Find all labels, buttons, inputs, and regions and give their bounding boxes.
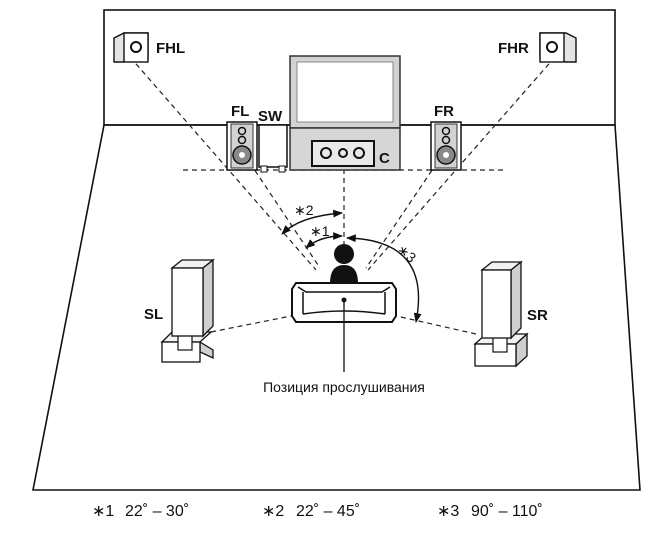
sr-line: [391, 314, 477, 335]
center-speaker: [311, 140, 375, 167]
subwoofer: [258, 124, 288, 173]
angle-arcs: [281, 209, 422, 323]
label-sw: SW: [258, 108, 283, 125]
fhl-line: [129, 56, 317, 271]
footnote-1-range: 22˚ – 30˚: [125, 503, 189, 520]
label-fr: FR: [434, 103, 454, 120]
front-height-right-speaker: [539, 32, 577, 63]
surround-right-speaker: [473, 260, 529, 368]
label-fl: FL: [231, 103, 249, 120]
label-sl: SL: [144, 306, 163, 323]
footnotes: ∗1 22˚ – 30˚ ∗2 22˚ – 45˚ ∗3 90˚ – 110˚: [92, 503, 543, 520]
label-fhr: FHR: [498, 40, 529, 57]
footnote-2-mark: ∗2: [262, 503, 284, 520]
tv-screen: [289, 55, 401, 129]
listening-position-label: Позиция прослушивания: [263, 379, 425, 395]
angle-arc-1: [305, 232, 343, 249]
angle-arc-2: [281, 209, 343, 235]
listener-icon: [330, 244, 358, 283]
surround-left-speaker: [160, 258, 215, 363]
footnote-2-range: 22˚ – 45˚: [296, 503, 360, 520]
sl-line: [210, 314, 297, 333]
label-c: C: [379, 150, 390, 167]
angle-label-3: ∗3: [394, 241, 419, 266]
front-right-speaker: [430, 121, 462, 171]
angle-label-2: ∗2: [294, 202, 314, 218]
footnote-3-range: 90˚ – 110˚: [471, 503, 543, 520]
footnote-3-mark: ∗3: [437, 503, 459, 520]
footnote-1-mark: ∗1: [92, 503, 114, 520]
label-fhl: FHL: [156, 40, 185, 57]
angle-label-1: ∗1: [310, 223, 330, 239]
front-height-left-speaker: [113, 32, 149, 63]
front-left-speaker: [226, 121, 258, 171]
label-sr: SR: [527, 307, 548, 324]
angle-arc-3: [346, 234, 422, 323]
